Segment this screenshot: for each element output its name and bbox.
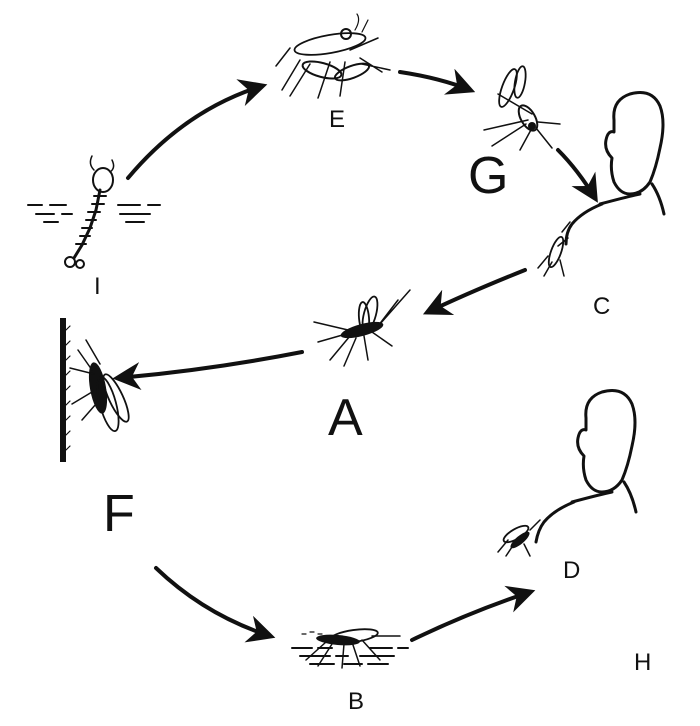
larva-icon bbox=[27, 155, 161, 269]
label-c: C bbox=[593, 293, 611, 320]
arrow-water-to-human bbox=[410, 585, 536, 642]
arrow-larva-to-mating bbox=[126, 79, 268, 180]
arrow-flying-to-human bbox=[556, 148, 598, 203]
wall-resting-mosquito-icon bbox=[60, 318, 130, 462]
arrow-human-to-resting bbox=[422, 268, 527, 316]
flying-mosquito-icon bbox=[483, 65, 561, 151]
label-g: G bbox=[468, 147, 509, 205]
human-head-shoulder-top-icon bbox=[537, 91, 666, 277]
label-f: F bbox=[103, 485, 135, 543]
label-d: D bbox=[563, 557, 581, 584]
label-h: H bbox=[634, 649, 652, 676]
label-e: E bbox=[329, 106, 346, 133]
arrow-mating-to-flying bbox=[398, 68, 476, 95]
water-mosquito-icon bbox=[291, 628, 409, 669]
arrow-f-to-water bbox=[154, 566, 276, 643]
label-b: B bbox=[348, 688, 365, 715]
human-head-shoulder-bottom-icon bbox=[497, 389, 638, 557]
label-a: A bbox=[328, 389, 363, 447]
mating-mosquitoes-icon bbox=[275, 13, 391, 99]
resting-mosquito-icon bbox=[313, 289, 411, 367]
arrow-resting-to-wall bbox=[112, 350, 304, 391]
label-i: I bbox=[94, 273, 101, 300]
